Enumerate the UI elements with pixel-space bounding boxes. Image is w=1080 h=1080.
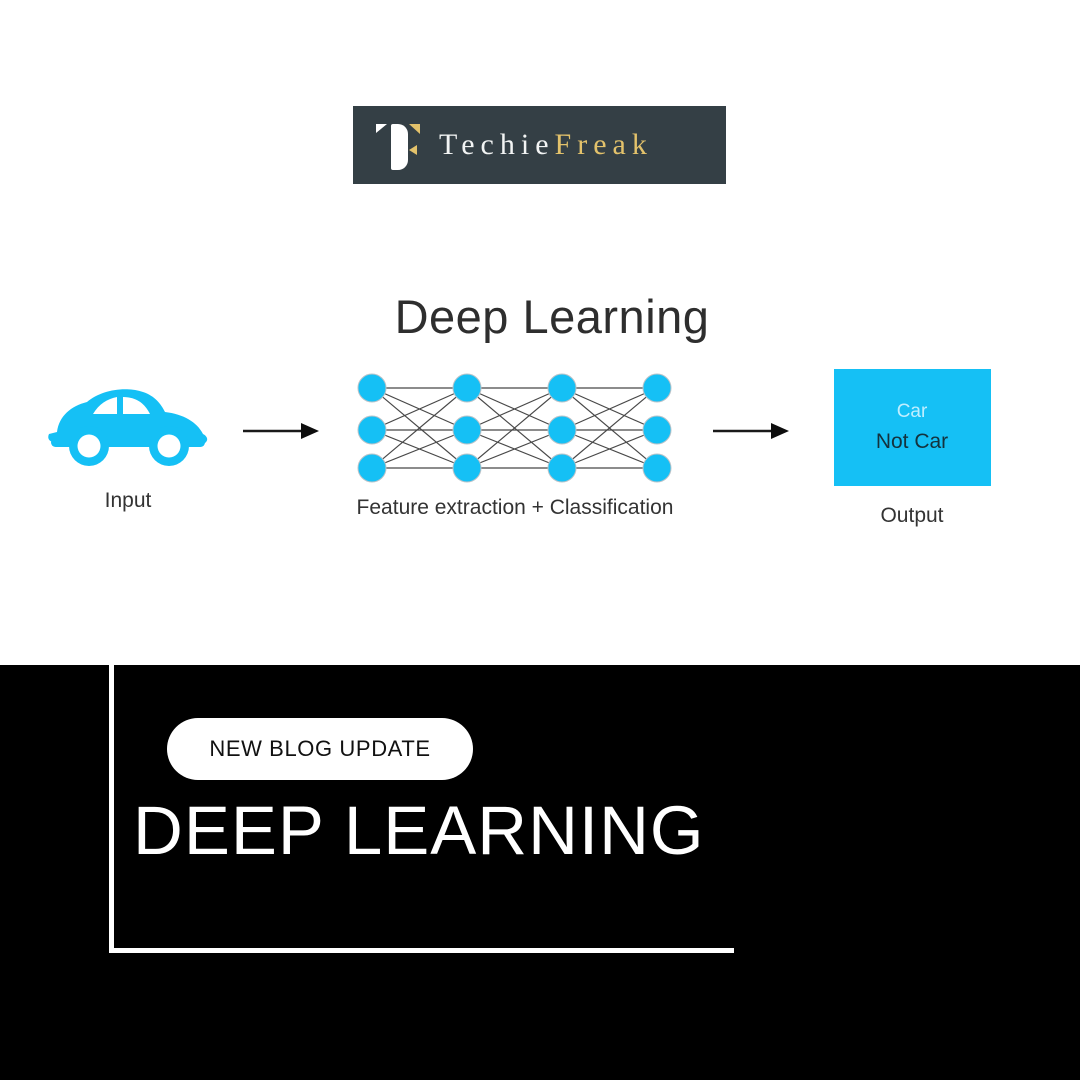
arrow-right-icon-1 [243, 423, 319, 439]
t-mark-stem [391, 124, 408, 170]
t-mark-right-serif [409, 124, 420, 134]
output-class-car: Car [896, 400, 928, 422]
neural-network-diagram-icon [357, 373, 672, 483]
brand-wordmark: TechieFreak [439, 128, 653, 162]
arrow-right-icon-2 [713, 423, 789, 439]
diagram-stage-output: Car Not Car Output [822, 369, 1002, 528]
output-label: Output [880, 504, 944, 527]
input-label: Input [104, 489, 152, 512]
promo-headline: DEEP LEARNING [133, 792, 705, 869]
t-mark-left-serif [376, 124, 387, 133]
techiefreak-t-mark-icon [371, 119, 425, 171]
brand-wordmark-techie: Techie [439, 128, 555, 161]
car-icon [48, 389, 208, 466]
diagram-stage-network: Feature extraction + Classification [340, 360, 690, 520]
bottom-black-panel [0, 665, 1080, 1080]
frame-vertical-rule [109, 665, 114, 953]
output-prediction-box: Car Not Car [833, 369, 991, 486]
brand-logo-banner[interactable]: TechieFreak [353, 106, 726, 184]
network-label: Feature extraction + Classification [356, 496, 674, 519]
output-class-not-car: Not Car [875, 430, 949, 453]
diagram-title: Deep Learning [394, 290, 710, 343]
diagram-stage-input: Input [38, 386, 218, 513]
brand-wordmark-freak: Freak [554, 128, 653, 161]
frame-horizontal-rule [109, 948, 734, 953]
new-blog-update-badge[interactable]: NEW BLOG UPDATE [167, 718, 473, 780]
badge-label: NEW BLOG UPDATE [209, 736, 431, 761]
top-white-panel: TechieFreak Deep Learning Input [38, 106, 1002, 528]
t-mark-accent-dot [409, 145, 417, 155]
